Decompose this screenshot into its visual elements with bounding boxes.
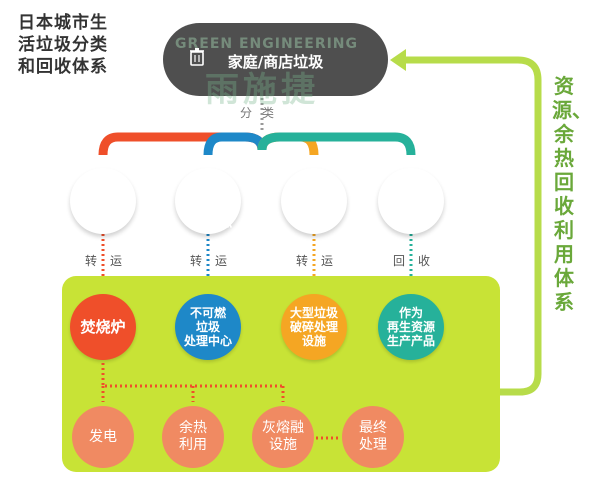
transport-label: 转 [190, 254, 203, 268]
facility-label: 大型垃圾 破碎处理 设施 [289, 306, 338, 348]
transport-label: 运 [110, 254, 123, 268]
transport-label: 转 [85, 254, 98, 268]
category-label: 资源 [394, 211, 427, 230]
transport-label: 运 [321, 254, 334, 268]
transport-label: 转 [296, 254, 309, 268]
output-label: 余热 利用 [179, 420, 207, 453]
output-label: 最终 处理 [359, 420, 387, 453]
category-label: 不可燃 [183, 211, 232, 230]
output-power-generation: 发电 [72, 406, 134, 468]
output-final-disposal: 最终 处理 [342, 406, 404, 468]
fire-icon [93, 178, 113, 204]
facility-noncombustible-center: 不可燃 垃圾 处理中心 [175, 294, 241, 360]
diagram-title: 日本城市生活垃圾分类和回收体系 [18, 13, 108, 77]
resource-recovery-label: 资源、余热回收利用体系 [552, 74, 592, 314]
return-arrow [400, 56, 542, 396]
sort-label: 分类 [240, 106, 285, 120]
transport-label: 收 [418, 254, 431, 268]
output-ash-melting: 灰熔融 设施 [252, 406, 314, 468]
facility-label: 作为 再生资源 生产产品 [386, 306, 435, 348]
recycle-bin-icon [401, 180, 421, 204]
category-resource: 资源 [378, 168, 444, 234]
category-label: 可燃 [86, 211, 119, 230]
watermark-text: GREEN ENGINEERING [175, 36, 359, 52]
category-bulky: 大型 [281, 168, 347, 234]
watermark-cn: 雨施捷 [205, 70, 319, 110]
output-heat-utilization: 余热 利用 [162, 406, 224, 468]
cabinet-icon [304, 178, 324, 204]
flow-line-main [101, 358, 283, 388]
source-label: 家庭/商店垃圾 [227, 53, 324, 71]
source-household-shop-waste: 家庭/商店垃圾 [163, 23, 388, 96]
category-combustible: 可燃 [70, 168, 136, 234]
facility-incinerator: 焚烧炉 [70, 294, 136, 360]
transport-label: 回 [393, 254, 406, 268]
return-arrowhead [390, 49, 406, 71]
bottle-icon [200, 178, 216, 204]
transport-label: 运 [215, 254, 228, 268]
trash-icon [190, 48, 204, 66]
category-noncombustible: 不可燃 [175, 168, 241, 234]
category-label: 大型 [297, 211, 330, 230]
arc-resource [257, 132, 416, 156]
facility-label: 不可燃 垃圾 处理中心 [183, 306, 232, 348]
facility-recycled-products: 作为 再生资源 生产产品 [378, 294, 444, 360]
output-label: 发电 [89, 428, 117, 445]
output-label: 灰熔融 设施 [262, 420, 304, 453]
facility-bulky-crushing: 大型垃圾 破碎处理 设施 [281, 294, 347, 360]
facility-label: 焚烧炉 [80, 318, 126, 336]
